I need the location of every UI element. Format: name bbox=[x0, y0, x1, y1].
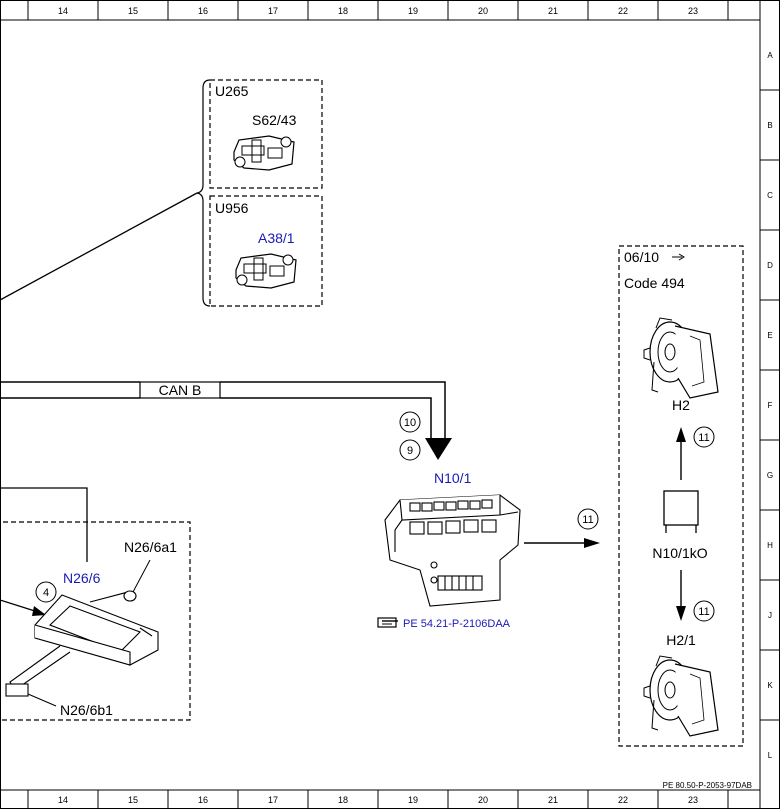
can-b-path-bottom bbox=[220, 397, 432, 440]
col-label: 22 bbox=[618, 6, 628, 16]
col-label: 23 bbox=[688, 795, 698, 805]
variant-leader-line bbox=[0, 192, 198, 301]
horn-h2-1-icon bbox=[643, 655, 719, 737]
row-label: H bbox=[767, 541, 773, 550]
top-column-ticks bbox=[27, 0, 729, 20]
n26-6a1-label: N26/6a1 bbox=[124, 539, 177, 555]
s62-43-label: S62/43 bbox=[252, 112, 297, 128]
pointing-hand-icon bbox=[377, 617, 398, 628]
row-label: A bbox=[767, 51, 773, 60]
signal-4-arrowhead bbox=[32, 606, 46, 616]
horn-box-code: Code 494 bbox=[624, 275, 685, 291]
row-label: D bbox=[767, 261, 773, 270]
signal-11-label: 11 bbox=[698, 606, 709, 618]
col-label: 20 bbox=[478, 795, 488, 805]
col-label: 20 bbox=[478, 6, 488, 16]
right-row-ticks bbox=[760, 89, 780, 721]
n10-1-module-icon bbox=[384, 494, 521, 607]
signal-4-leader bbox=[0, 599, 39, 613]
row-label: K bbox=[767, 681, 773, 690]
col-label: 14 bbox=[58, 6, 68, 16]
n10-1-reference-link[interactable]: PE 54.21-P-2106DAA bbox=[403, 618, 511, 630]
n26-6b1-label: N26/6b1 bbox=[60, 702, 113, 718]
can-b-arrowhead bbox=[425, 438, 452, 460]
signal-11-circle bbox=[577, 508, 599, 530]
signal-11-circle bbox=[693, 600, 715, 622]
a38-1-link[interactable]: A38/1 bbox=[258, 230, 295, 246]
col-label: 15 bbox=[128, 795, 138, 805]
col-label: 21 bbox=[548, 6, 558, 16]
h2-1-label: H2/1 bbox=[666, 632, 696, 648]
col-label: 19 bbox=[408, 6, 418, 16]
signal-9-circle bbox=[399, 439, 421, 461]
col-label: 19 bbox=[408, 795, 418, 805]
can-b-path-top bbox=[220, 381, 446, 440]
col-label: 18 bbox=[338, 6, 348, 16]
top-column-labels: 14 15 16 17 18 19 20 21 22 23 bbox=[58, 6, 698, 16]
relay-to-h2-1-arrowhead bbox=[676, 606, 686, 621]
a38-1-module-icon bbox=[235, 253, 297, 289]
signal-4-label: 4 bbox=[43, 587, 49, 599]
col-label: 22 bbox=[618, 795, 628, 805]
row-label: E bbox=[767, 331, 772, 340]
row-labels: A B C D E F G H J K L bbox=[767, 51, 773, 760]
n26-variant-box bbox=[0, 521, 191, 721]
col-label: 21 bbox=[548, 795, 558, 805]
u956-label: U956 bbox=[215, 200, 249, 216]
row-label: L bbox=[768, 751, 773, 760]
col-label: 23 bbox=[688, 6, 698, 16]
u265-box bbox=[209, 79, 323, 189]
signal-11-circle bbox=[693, 426, 715, 448]
row-label: F bbox=[768, 401, 773, 410]
can-b-label: CAN B bbox=[159, 382, 202, 398]
n26-6a1-leader bbox=[132, 559, 151, 593]
bottom-column-ticks bbox=[27, 790, 729, 809]
signal-9-label: 9 bbox=[407, 445, 413, 457]
col-label: 17 bbox=[268, 795, 278, 805]
horn-h2-icon bbox=[643, 317, 719, 399]
col-label: 16 bbox=[198, 795, 208, 805]
u265-label: U265 bbox=[215, 83, 249, 99]
signal-10-circle bbox=[399, 411, 421, 433]
n26-6b1-leader bbox=[27, 693, 57, 707]
variant-brace bbox=[196, 79, 211, 307]
col-label: 17 bbox=[268, 6, 278, 16]
signal-10-label: 10 bbox=[404, 417, 416, 429]
n26-6-link[interactable]: N26/6 bbox=[63, 570, 101, 586]
can-b-label-box bbox=[139, 381, 221, 399]
n26-6-feed-wire bbox=[0, 487, 88, 562]
relay-label: N10/1kO bbox=[652, 545, 707, 561]
u956-box bbox=[209, 195, 323, 307]
relay-to-h2-arrowhead bbox=[676, 427, 686, 442]
col-label: 18 bbox=[338, 795, 348, 805]
row-label: C bbox=[767, 191, 773, 200]
horn-box-date: 06/10 bbox=[624, 249, 659, 265]
row-label: B bbox=[767, 121, 772, 130]
signal-11-label: 11 bbox=[698, 432, 709, 444]
s62-43-module-icon bbox=[233, 135, 295, 171]
h2-label: H2 bbox=[672, 397, 690, 413]
n10-1-link[interactable]: N10/1 bbox=[434, 470, 472, 486]
row-label: J bbox=[768, 611, 772, 620]
from-date-arrow-icon bbox=[672, 253, 685, 261]
n26-6-module-icon bbox=[5, 590, 159, 697]
row-label: G bbox=[767, 471, 773, 480]
bottom-column-labels: 14 15 16 17 18 19 20 21 22 23 bbox=[58, 795, 698, 805]
signal-4-circle bbox=[35, 581, 57, 603]
col-label: 14 bbox=[58, 795, 68, 805]
horn-relay-icon bbox=[663, 490, 699, 533]
n10-to-relay-arrowhead bbox=[584, 538, 600, 548]
document-id: PE 80.50-P-2053-97DAB bbox=[663, 781, 752, 790]
col-label: 15 bbox=[128, 6, 138, 16]
col-label: 16 bbox=[198, 6, 208, 16]
signal-11-label: 11 bbox=[582, 514, 593, 526]
